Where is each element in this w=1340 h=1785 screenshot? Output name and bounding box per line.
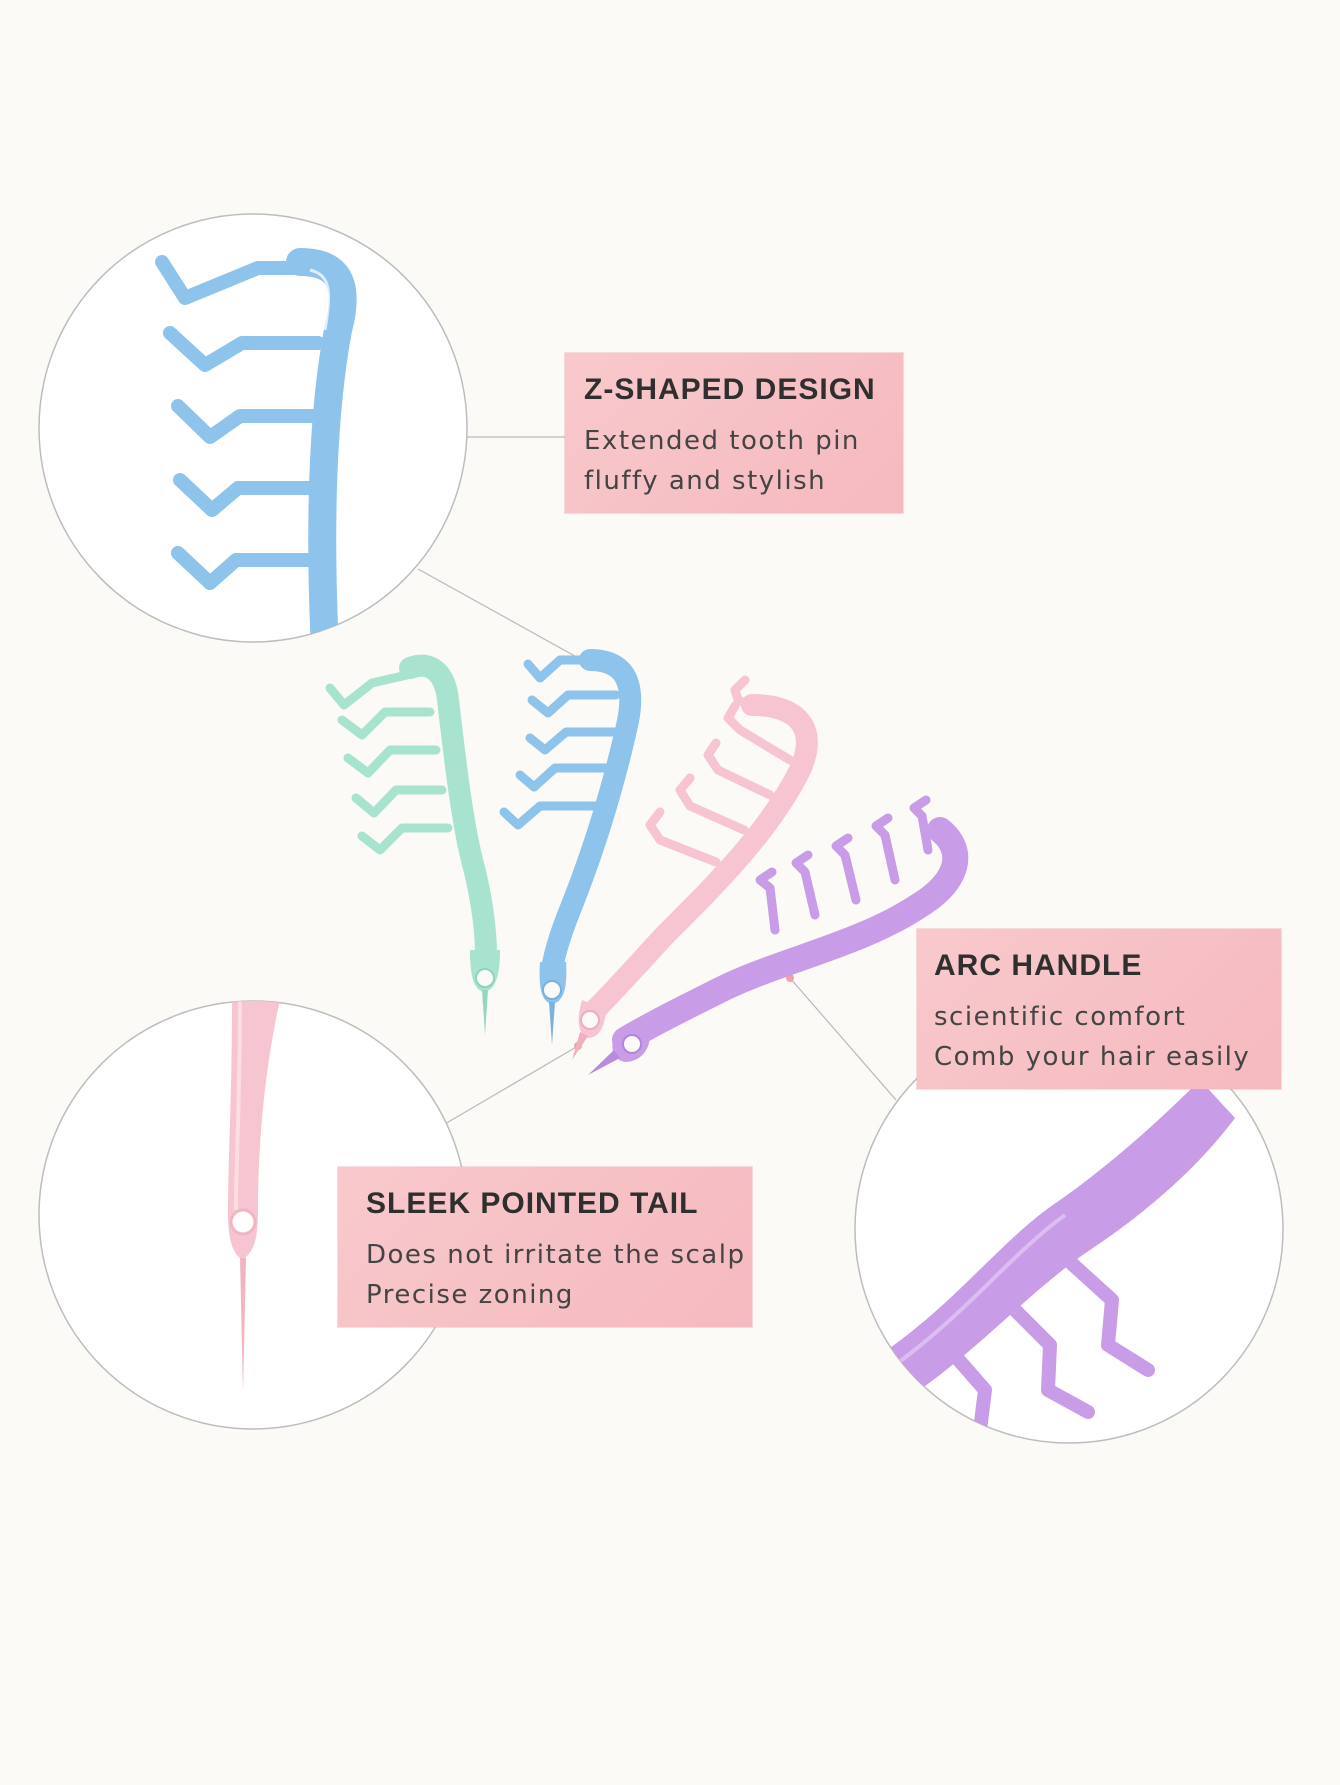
blue-comb-closeup-teeth	[155, 255, 327, 590]
feature-title: SLEEK POINTED TAIL	[366, 1187, 699, 1220]
feature-line: fluffy and stylish	[584, 466, 827, 496]
comb-purple	[588, 795, 969, 1075]
feature-line: Precise zoning	[366, 1280, 574, 1310]
comb-blue	[499, 649, 642, 1045]
comb-set	[325, 649, 969, 1075]
feature-arc-handle: ARC HANDLE scientific comfort Comb your …	[917, 929, 1281, 1089]
purple-comb-closeup-handle	[880, 1080, 1235, 1400]
feature-title: ARC HANDLE	[934, 949, 1143, 982]
feature-line: Does not irritate the scalp	[366, 1240, 746, 1270]
comb-pink	[572, 675, 818, 1060]
zoom-circle-handle	[854, 1014, 1284, 1444]
comb-mint	[325, 654, 500, 1035]
feature-title: Z-SHAPED DESIGN	[584, 373, 876, 406]
feature-line: Comb your hair easily	[934, 1042, 1251, 1072]
feature-sleek-pointed-tail: SLEEK POINTED TAIL Does not irritate the…	[338, 1167, 752, 1327]
blue-comb-closeup-spine	[286, 248, 357, 642]
pink-comb-closeup-tip	[240, 1258, 246, 1392]
zoom-circle-teeth	[38, 213, 468, 643]
connector-lines	[417, 436, 897, 1129]
feature-z-shaped-design: Z-SHAPED DESIGN Extended tooth pin fluff…	[565, 353, 903, 513]
purple-comb-closeup-teeth	[943, 1255, 1155, 1437]
feature-line: scientific comfort	[934, 1002, 1187, 1032]
feature-line: Extended tooth pin	[584, 426, 860, 456]
